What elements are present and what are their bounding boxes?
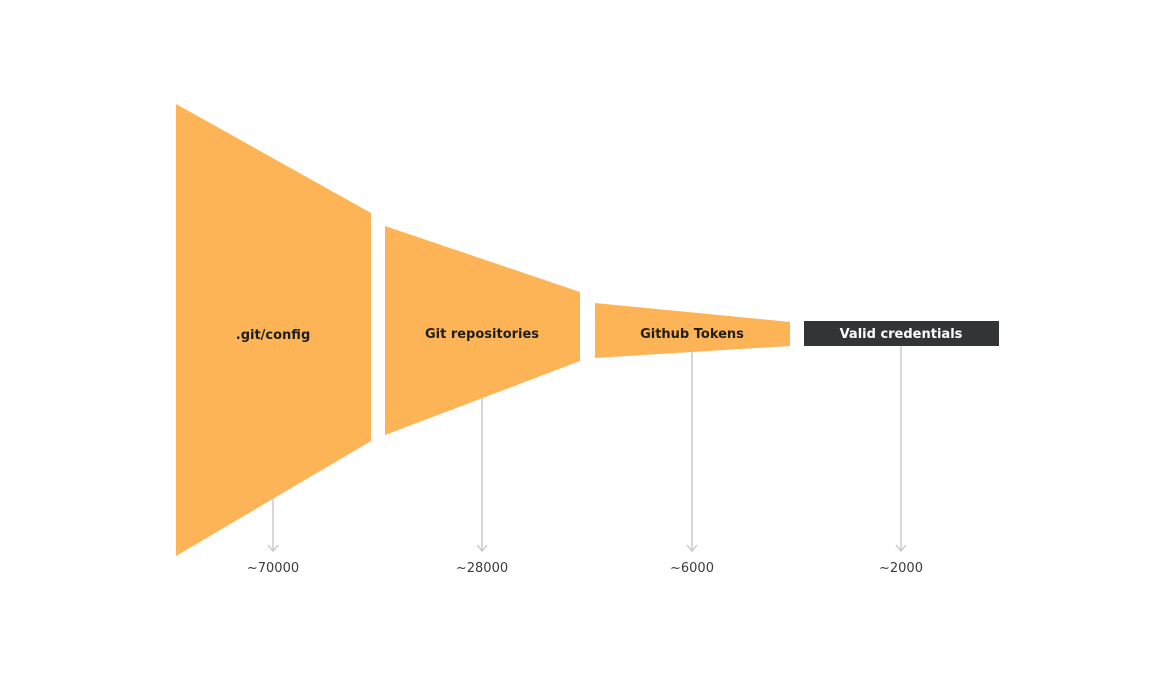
- stage-shape-git-config: [176, 104, 371, 556]
- funnel-stage-valid-credentials: Valid credentials ~2000: [804, 321, 999, 576]
- count-github-tokens: ~6000: [670, 561, 714, 576]
- connector-arrow-git-repositories: [476, 544, 488, 553]
- funnel-stage-github-tokens: Github Tokens ~6000: [595, 303, 790, 576]
- stage-label-valid-credentials: Valid credentials: [840, 327, 963, 342]
- stage-label-git-config: .git/config: [236, 328, 311, 343]
- count-valid-credentials: ~2000: [879, 561, 923, 576]
- stage-shape-valid-credentials: [804, 321, 999, 346]
- connector-arrow-valid-credentials: [895, 544, 907, 553]
- stage-label-github-tokens: Github Tokens: [640, 327, 744, 342]
- connector-arrow-github-tokens: [686, 544, 698, 553]
- count-git-config: ~70000: [247, 561, 299, 576]
- stage-label-git-repositories: Git repositories: [425, 327, 539, 342]
- connector-arrow-git-config: [267, 544, 279, 553]
- stage-shape-git-repositories: [385, 226, 580, 435]
- stage-shape-github-tokens: [595, 303, 790, 358]
- funnel-stage-git-repositories: Git repositories ~28000: [385, 226, 580, 576]
- count-git-repositories: ~28000: [456, 561, 508, 576]
- funnel-stage-git-config: .git/config ~70000: [176, 104, 371, 576]
